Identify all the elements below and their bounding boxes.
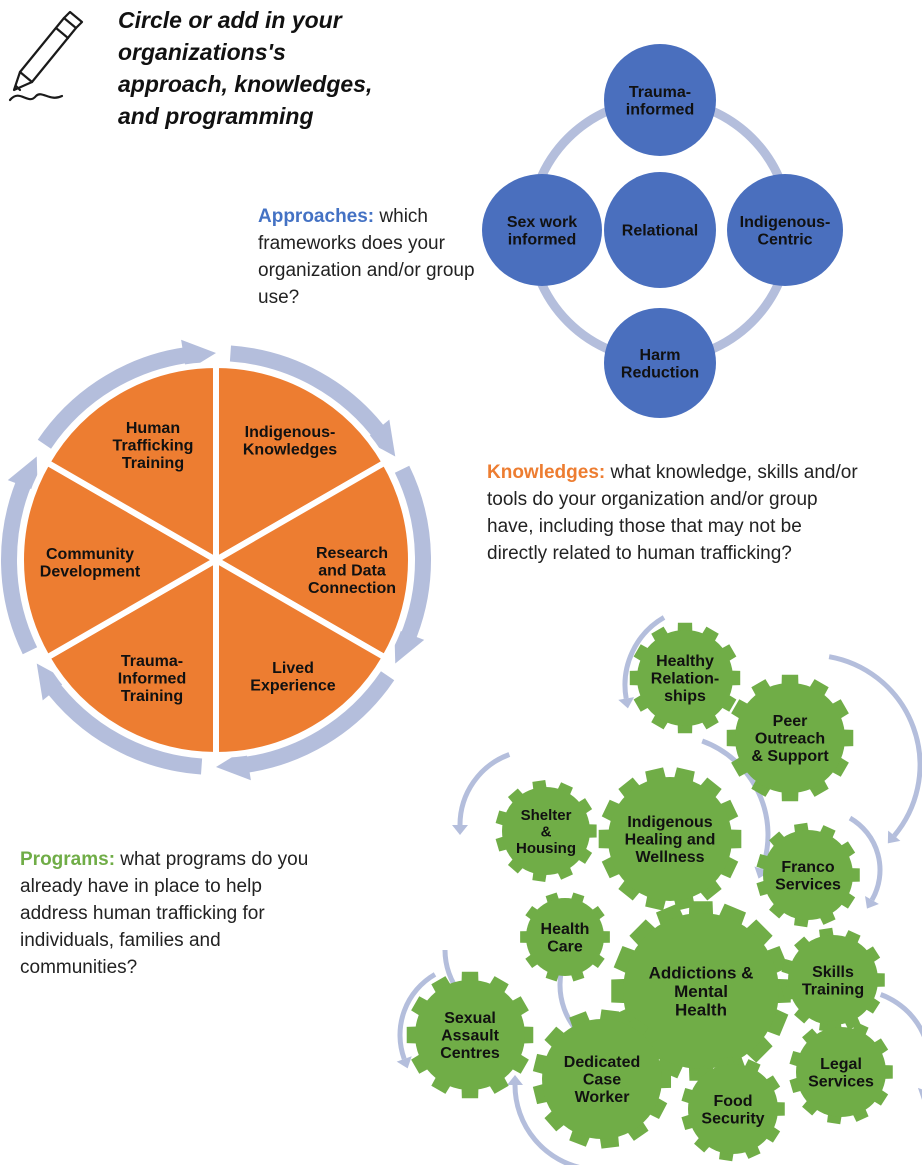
approach-circle-center	[604, 172, 716, 288]
approaches-prompt: Approaches: which frameworks does your o…	[258, 203, 493, 311]
programs-question: what programs do you already have in pla…	[20, 849, 309, 978]
program-arrow-g01-head	[618, 697, 635, 709]
wheel-arrow-head	[216, 748, 251, 781]
program-arrow-g04-head	[754, 866, 770, 879]
program-gear-g05	[756, 822, 860, 928]
program-gear-g01	[629, 622, 741, 734]
wheel-arrow-band	[394, 465, 431, 648]
knowledge-label-w1: Indigenous-Knowledges	[243, 424, 337, 459]
program-gear-g12	[789, 1019, 893, 1125]
program-gear-g03	[495, 779, 597, 883]
knowledge-wedge-w2	[209, 458, 414, 662]
knowledge-wedge-w4	[43, 554, 219, 759]
program-gear-g07	[611, 901, 791, 1081]
program-arrow-g01	[622, 615, 666, 699]
program-gear-g02	[726, 674, 854, 802]
wheel-arrow-head	[394, 628, 425, 664]
knowledge-wedge-w3	[213, 554, 389, 759]
wheel-arrow-band	[37, 346, 196, 449]
wheel-arrow-head	[36, 663, 68, 701]
approach-label-center: Relational	[622, 223, 698, 240]
knowledges-prompt: Knowledges: what knowledge, skills and/o…	[487, 459, 867, 567]
approach-label-right: Indigenous-Centric	[740, 214, 831, 249]
wheel-arrow-head	[364, 419, 396, 457]
approach-circle-left	[482, 174, 602, 286]
wheel-arrow-band	[1, 472, 38, 655]
program-arrow-g05-head	[865, 896, 879, 909]
program-label-g03: Shelter&Housing	[516, 807, 576, 857]
program-arrow-g12	[879, 992, 922, 1038]
approach-circle-right	[727, 174, 843, 286]
wheel-arrow-band	[229, 345, 390, 444]
knowledges-keyword: Knowledges:	[487, 462, 606, 483]
program-arrow-g02	[828, 654, 922, 838]
wheel-arrow-head	[181, 339, 216, 372]
program-arrow-g03	[457, 752, 511, 826]
program-arrow-g03-head	[452, 825, 468, 835]
program-arrow-g12-head	[917, 1087, 922, 1100]
program-gear-g09	[406, 971, 534, 1099]
program-arrow-g05	[848, 815, 883, 902]
knowledge-wedge-w6	[43, 361, 219, 566]
programs-keyword: Programs:	[20, 849, 116, 870]
program-arrow-g09	[397, 972, 437, 1060]
approaches-keyword: Approaches:	[258, 206, 375, 227]
program-gear-g04	[598, 767, 742, 911]
knowledges-question: what knowledge, skills and/or tools do y…	[487, 462, 858, 564]
wheel-arrow-band	[42, 676, 203, 775]
programs-prompt: Programs: what programs do you already h…	[20, 846, 320, 981]
approach-circle-bottom	[604, 308, 716, 418]
wheel-arrow-band	[236, 671, 395, 774]
approaches-question: which frameworks does your organization …	[258, 206, 475, 308]
wheel-arrow-head	[7, 456, 38, 492]
program-gear-g06	[520, 892, 610, 982]
page-title: Circle or add in your organizations's ap…	[118, 7, 373, 129]
program-gear-g10	[532, 1009, 672, 1149]
approach-label-top: Trauma-informed	[626, 84, 694, 119]
program-arrow-g09-head	[396, 1056, 412, 1069]
program-arrow-g02-head	[887, 830, 901, 844]
approach-circle-top	[604, 44, 716, 156]
pen-icon	[8, 10, 84, 102]
knowledge-wedge-w1	[213, 361, 389, 566]
program-gear-g11	[681, 1056, 785, 1162]
program-arrow-g10-head	[507, 1075, 523, 1085]
knowledge-wedge-w5	[18, 458, 223, 662]
